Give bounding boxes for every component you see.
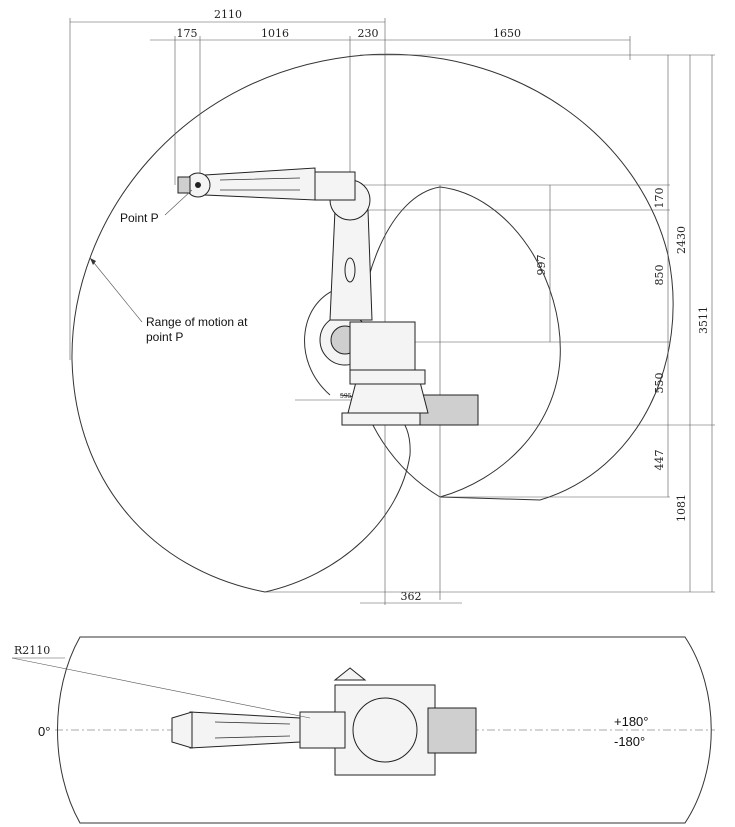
- dim-850: 850: [653, 265, 666, 286]
- top-upper-arm: [189, 711, 301, 749]
- point-p-marker: [195, 182, 201, 188]
- dim-362: 362: [401, 590, 422, 603]
- range-label-line1: Range of motion at: [146, 315, 248, 329]
- zero-degree-label: 0°: [38, 724, 50, 739]
- range-leader: [89, 257, 143, 323]
- top-base-motor: [427, 707, 477, 754]
- dim-top-d: 1650: [493, 27, 521, 40]
- robot-upper-arm: [204, 167, 316, 201]
- dim-2430: 2430: [675, 226, 688, 254]
- minus-180-label: -180°: [614, 734, 645, 749]
- top-motor-cap: [333, 667, 367, 681]
- point-p-label: Point P: [120, 211, 159, 225]
- point-p-leader: [164, 189, 193, 216]
- dim-550: 550: [653, 373, 666, 394]
- dim-top-b: 1016: [261, 27, 289, 40]
- range-leader-arrow: [90, 258, 96, 265]
- top-view-envelope: [57, 636, 712, 824]
- dim-170: 170: [653, 188, 666, 209]
- robot-arm-slot: [344, 257, 356, 283]
- plus-180-label: +180°: [614, 714, 648, 729]
- dim-top-c: 230: [358, 27, 379, 40]
- robot-shoulder-motor: [349, 321, 416, 371]
- robot-side-view: [177, 167, 479, 426]
- radius-label: R2110: [14, 644, 50, 657]
- dim-1081: 1081: [675, 494, 688, 522]
- top-wrist: [171, 711, 193, 749]
- robot-turntable: [349, 369, 426, 385]
- dim-997: 997: [535, 255, 548, 276]
- radius-leader: [11, 657, 311, 719]
- robot-base-housing: [347, 381, 429, 414]
- robot-base-plate: [341, 412, 433, 426]
- dim-3511: 3511: [697, 306, 710, 334]
- dim-447: 447: [653, 450, 666, 471]
- top-arm-ribs: [214, 721, 291, 739]
- dim-top-a: 175: [177, 27, 198, 40]
- dim-595: 595: [340, 393, 352, 400]
- range-label-line2: point P: [146, 330, 183, 344]
- robot-flange: [177, 176, 191, 194]
- top-turntable: [352, 697, 418, 763]
- robot-base-motor: [419, 394, 479, 426]
- robot-top-view: [171, 667, 477, 776]
- top-shoulder: [299, 711, 346, 749]
- robot-elbow-housing: [314, 171, 356, 201]
- robot-upper-arm-ribs: [219, 177, 301, 191]
- rear-reach-envelope: [304, 287, 341, 396]
- dim-top-total: 2110: [214, 8, 242, 21]
